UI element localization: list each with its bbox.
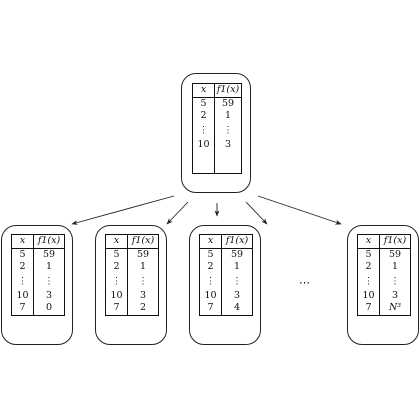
cell: 1 [139,261,147,272]
cell: 2 [139,302,147,313]
vdots: ⋮ [390,275,400,287]
cell: 10 [357,289,380,302]
vdots: ⋮ [138,275,148,287]
vdots: ⋮ [192,122,215,139]
cell: 1 [233,261,241,272]
header-x: x [199,234,222,249]
cell: 59 [221,97,235,109]
header-x: x [357,234,380,249]
cell: 10 [105,289,128,302]
cell: 59 [230,248,244,260]
ellipsis: ⋯ [299,276,311,289]
cell: 7 [105,302,128,315]
cell: 10 [199,289,222,302]
cell: 5 [357,248,380,261]
cell: 10 [11,289,34,302]
cell: 2 [11,261,34,274]
cell: 1 [391,261,399,272]
cell: 0 [45,302,53,313]
empty-cell [192,151,215,174]
cell: 7 [357,302,380,315]
cell: 3 [233,289,241,301]
vdots: ⋮ [357,273,380,290]
cell: 4 [233,302,241,313]
cell: 2 [105,261,128,274]
cell: 2 [357,261,380,274]
vdots: ⋮ [232,275,242,287]
cell: 5 [192,97,215,110]
header-f1x: f1(x) [33,234,65,249]
vdots: ⋮ [105,273,128,290]
root-table: x f1(x) 5 59 2 1 ⋮ ⋮ 10 3 [192,83,242,174]
cell: 2 [199,261,222,274]
header-f1x: f1(x) [221,234,253,249]
header-f1x: f1(x) [127,234,159,249]
cell: 1 [224,110,232,121]
vdots: ⋮ [199,273,222,290]
cell: 59 [136,248,150,260]
cell: 3 [139,289,147,301]
cell: 3 [391,289,399,301]
cell: 59 [42,248,56,260]
cell: N³ [388,302,402,313]
cell: 2 [192,110,215,123]
cell: 3 [45,289,53,301]
cell: 1 [45,261,53,272]
header-f1x: f1(x) [379,234,411,249]
vdots: ⋮ [223,124,233,136]
edge-arrow-4 [245,201,268,225]
cell: 7 [11,302,34,315]
edge-arrow-2 [166,201,189,225]
vdots: ⋮ [11,273,34,290]
header-f1x: f1(x) [214,83,242,98]
cell: 5 [199,248,222,261]
cell: 59 [388,248,402,260]
cell: 7 [199,302,222,315]
edge-arrow-5 [257,195,342,225]
root-node: x f1(x) 5 59 2 1 ⋮ ⋮ 10 3 [181,73,251,193]
vdots: ⋮ [44,275,54,287]
edge-arrow-1 [71,195,175,225]
header-x: x [105,234,128,249]
empty-cell [215,151,242,174]
cell: 5 [11,248,34,261]
cell: 10 [192,138,215,151]
header-x: x [11,234,34,249]
cell: 5 [105,248,128,261]
cell: 3 [224,138,232,150]
header-x: x [192,83,215,98]
